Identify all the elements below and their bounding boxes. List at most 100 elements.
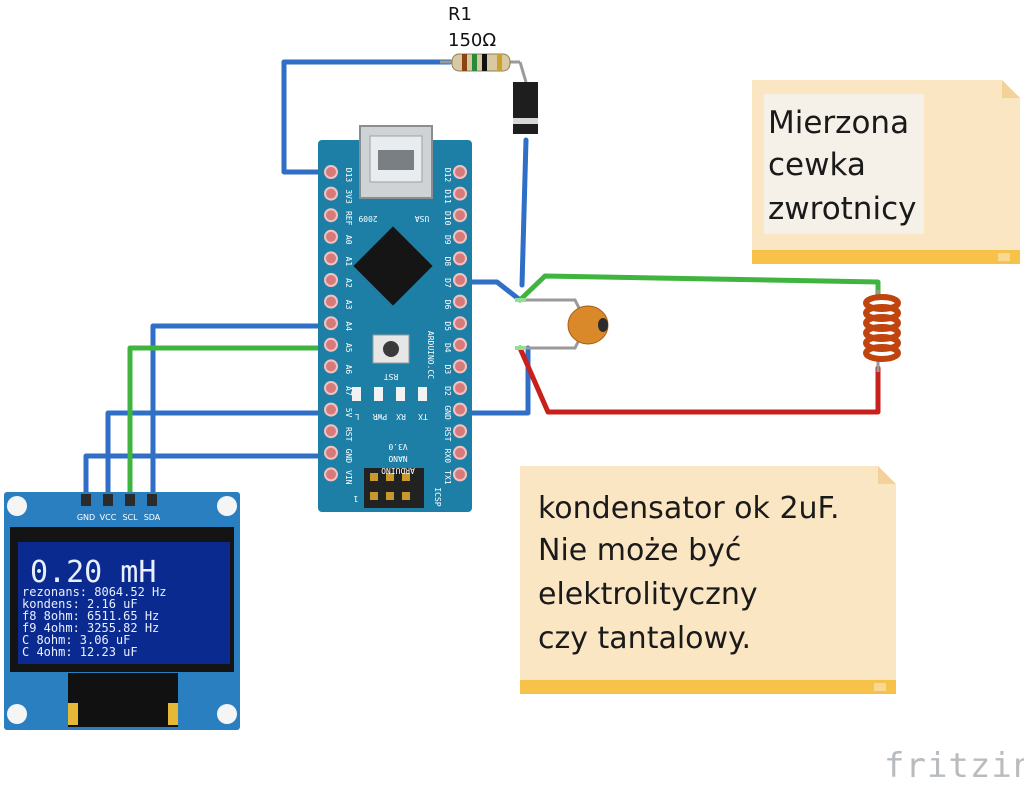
nano-pin-left [324,445,338,460]
resistor-r1: R1 150Ω [440,4,528,83]
nano-pin-label-right: D9 [443,235,452,245]
board-text-2009: 2009 [358,214,377,223]
nano-pin-label-left: A2 [344,278,353,288]
oled-line: rezonans: 8064.52 Hz [22,585,167,599]
nano-pin-left [324,208,338,223]
nano-pin-label-right: D12 [443,168,452,183]
nano-pin-label-left: A5 [344,343,353,353]
board-text-l: L [354,412,359,421]
board-text-pin1: 1 [353,494,358,503]
wire-a4-sda [150,323,333,501]
nano-pin-right [453,424,467,439]
nano-pin-left [324,316,338,331]
nano-pin-left [324,381,338,395]
board-text-tx: TX [418,412,428,421]
coil [863,290,901,372]
nano-pin-label-left: REF [344,211,353,226]
arduino-nano: ARDUINO NANO V3.0 2009 USA ARDUINO.CC RS… [318,125,472,512]
oled-line: C 8ohm: 3.06 uF [22,633,130,647]
nano-pin-label-left: A1 [344,257,353,267]
wire-5v-vcc [105,410,333,501]
oled-line: kondens: 2.16 uF [22,597,138,611]
board-text-arduino-cc: ARDUINO.CC [426,331,435,379]
note-capacitor: kondensator ok 2uF. Nie może być elektro… [520,466,896,694]
note-capacitor-line-4: czy tantalowy. [538,621,751,656]
diode [513,82,538,134]
oled-pin [103,494,113,506]
nano-pin-right [453,294,467,309]
nano-pin-label-right: RX0 [443,449,452,464]
oled-line: f9 4ohm: 3255.82 Hz [22,621,159,635]
nano-pin-left [324,424,338,439]
nano-pin-label-left: RST [344,427,353,442]
capacitor [515,298,609,350]
board-text-nano: NANO [388,454,407,463]
note-capacitor-line-2: Nie może być [538,533,741,568]
oled-line: f8 8ohm: 6511.65 Hz [22,609,159,623]
nano-pin-label-right: D6 [443,300,452,310]
mcu-chip [353,226,433,306]
nano-pin-label-left: A6 [344,365,353,375]
nano-pin-label-right: GND [443,405,452,420]
oled-pin [147,494,157,506]
nano-pin-label-left: A7 [344,386,353,396]
nano-pin-label-left: VIN [344,470,353,485]
nano-pin-left [324,251,338,266]
note-coil-line-3: zwrotnicy [768,191,916,227]
nano-pin-left [324,273,338,287]
oled-line: C 4ohm: 12.23 uF [22,645,138,659]
nano-pin-left [324,229,338,244]
nano-pin-left [324,467,338,482]
wire-d13-resistor [281,59,453,175]
nano-pin-label-left: A4 [344,321,353,331]
nano-pin-left [324,402,338,417]
board-text-arduino: ARDUINO [381,466,415,475]
nano-pin-right [453,316,467,331]
wire-coil-bottom [517,345,881,415]
oled-pin [125,494,135,506]
nano-pin-label-right: D7 [443,278,452,288]
nano-pin-label-right: TX1 [443,470,452,485]
nano-pin-label-right: RST [443,427,452,442]
wire-gnd-gnd [83,453,333,501]
oled-pin [81,494,91,506]
nano-pin-left [324,294,338,309]
nano-pin-left [324,186,338,201]
resistor-value: 150Ω [448,30,496,51]
wire-d7-coil [457,279,523,303]
oled-pin-label: SCL [122,513,138,522]
nano-pin-right [453,359,467,374]
fritzing-logo: fritzing [884,746,1024,786]
oled-ribbon [68,673,178,727]
nano-pin-right [453,337,467,352]
nano-board [318,140,472,512]
note-coil-line-2: cewka [768,147,866,183]
note-capacitor-line-3: elektrolityczny [538,577,758,612]
nano-pin-right [453,165,467,179]
wires-green [127,273,881,501]
nano-pin-right [453,251,467,266]
nano-pin-label-left: A3 [344,300,353,310]
nano-pin-left [324,337,338,352]
oled-pin-label: GND [77,513,95,522]
nano-pin-right [453,208,467,223]
nano-pin-left [324,165,338,179]
board-text-icsp: ICSP [433,487,442,506]
nano-pin-label-left: A0 [344,235,353,245]
nano-pin-label-right: D8 [443,257,452,267]
nano-pin-right [453,402,467,417]
oled-screen [18,542,230,664]
nano-pin-label-left: 3V3 [344,189,353,204]
wire-a5-scl [127,345,333,501]
board-text-usa: USA [415,214,430,223]
nano-pin-label-right: D3 [443,365,452,375]
oled-pin-label: SDA [144,513,161,522]
nano-pin-right [453,445,467,460]
board-text-rst: RST [384,372,399,381]
nano-pin-label-right: D2 [443,386,452,396]
board-text-pwr: PWR [373,412,388,421]
board-text-rx: RX [396,412,406,421]
nano-pin-right [453,273,467,287]
nano-pin-right [453,186,467,201]
